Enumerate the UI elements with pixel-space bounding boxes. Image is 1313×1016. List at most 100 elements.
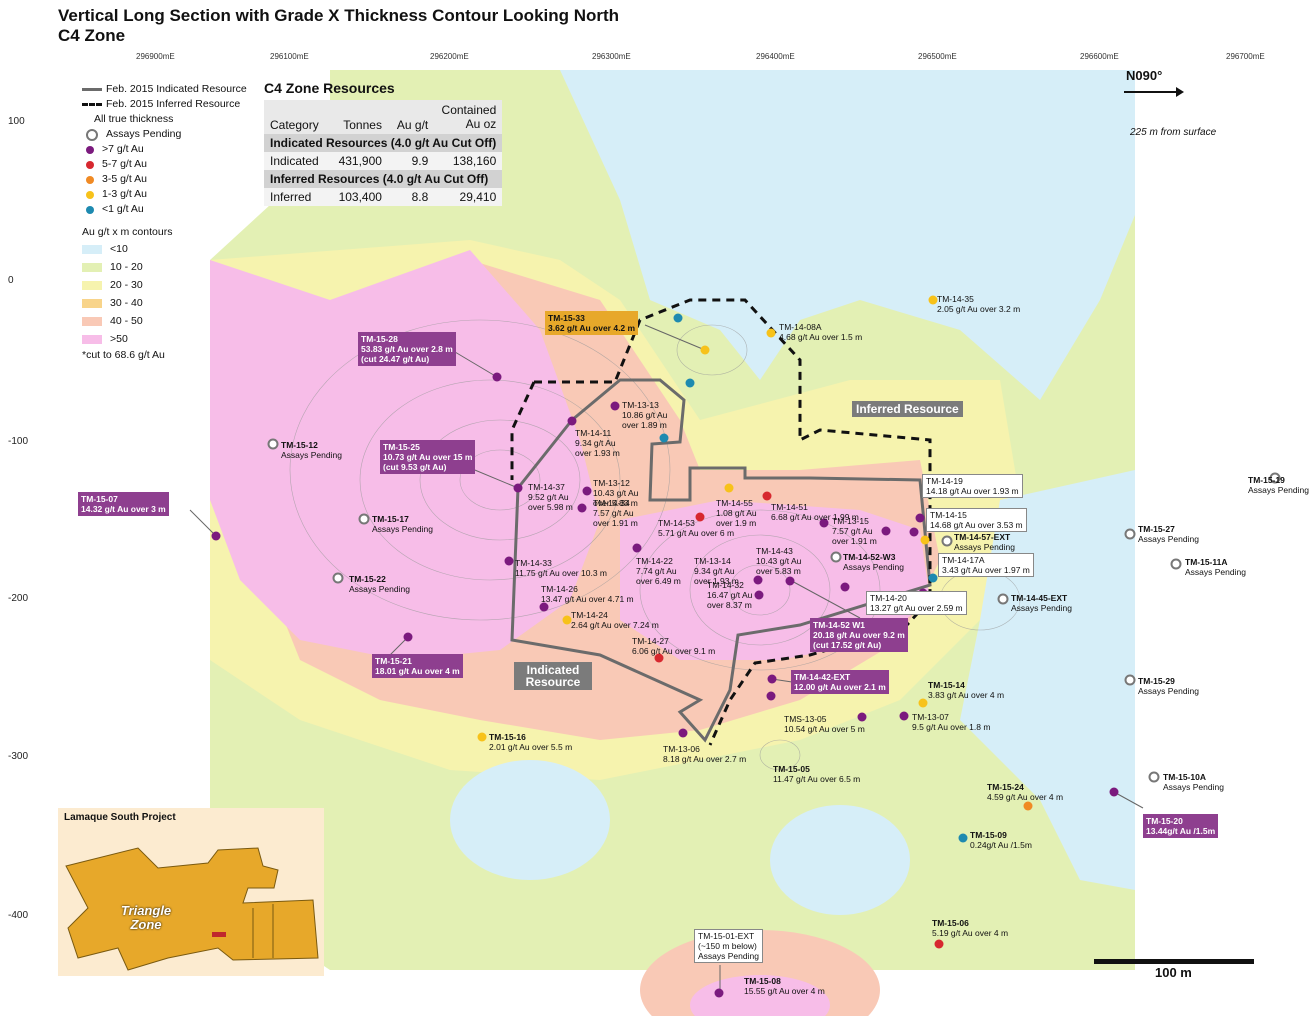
drill-hole-dot (934, 939, 944, 949)
drill-hole-pending-dot (332, 572, 344, 584)
callout-line: TM-14-52 W1 (813, 620, 865, 630)
drill-hole-label-line: TM-14-57-EXT (954, 532, 1011, 542)
callout-line: TM-14-15 (930, 510, 967, 520)
drill-hole-pending-dot (1148, 771, 1160, 783)
drill-hole-label-line: 2.64 g/t Au over 7.24 m (571, 620, 659, 630)
callout-line: 3.43 g/t Au over 1.97 m (942, 565, 1030, 575)
drill-hole-label-line: Assays Pending (1248, 485, 1309, 495)
callout-line: TM-15-01-EXT (698, 931, 755, 941)
drill-hole-label-line: 7.57 g/t Au (832, 526, 873, 536)
easting-label: 296900mE (136, 52, 175, 61)
drill-hole-dot (762, 491, 772, 501)
drill-hole-dot (766, 328, 776, 338)
drill-hole-pending-dot (830, 551, 842, 563)
drill-hole-dot (673, 313, 683, 323)
drill-hole-dot (819, 518, 829, 528)
contour-area-blue-bottom (770, 805, 910, 915)
drill-hole-label-line: TM-15-24 (987, 782, 1024, 792)
drill-hole-label-line: TM-15-06 (932, 918, 969, 928)
drill-hole-label-line: 13.47 g/t Au over 4.71 m (541, 594, 634, 604)
drill-hole-dot (724, 483, 734, 493)
drill-hole-label-line: over 5.83 m (593, 498, 638, 508)
drill-hole-label-line: Assays Pending (1138, 686, 1199, 696)
indicated-section: Indicated Resources (4.0 g/t Au Cut Off) (264, 134, 503, 152)
legend-contour-label: 10 - 20 (110, 260, 143, 273)
inferred-cell: 8.8 (387, 188, 435, 206)
drill-hole-label-line: 2.05 g/t Au over 3.2 m (937, 304, 1021, 314)
inferred-resource-tag: Inferred Resource (852, 401, 963, 417)
resources-title: C4 Zone Resources (264, 80, 395, 96)
drill-hole-label-line: TM-14-45-EXT (1011, 593, 1068, 603)
callout-line: (cut 9.53 g/t Au) (383, 462, 447, 472)
drill-hole-label-line: TM-15-17 (372, 514, 409, 524)
drill-hole-dot (1023, 801, 1033, 811)
legend-cut-note: *cut to 68.6 g/t Au (82, 349, 165, 361)
drill-hole-label-line: TM-14-55 (716, 498, 753, 508)
drill-hole-label-line: Assays Pending (281, 450, 342, 460)
callout-line: TM-14-19 (926, 476, 963, 486)
callout-tm1501ext: TM-15-01-EXT(~150 m below)Assays Pending (694, 929, 763, 963)
drill-hole-label-line: TM-15-12 (281, 440, 318, 450)
drill-hole-label-line: 4.68 g/t Au over 1.5 m (779, 332, 863, 342)
leader-lines (189, 324, 1144, 990)
contour-area-gt50-south (690, 975, 830, 1016)
drill-hole-pending-dot (1124, 674, 1136, 686)
drill-hole-label-line: over 1.89 m (622, 420, 667, 430)
title-line-2: C4 Zone (58, 26, 126, 45)
drill-hole-label-line: 11.47 g/t Au over 6.5 m (773, 774, 861, 784)
drill-hole-label-line: TM-13-06 (663, 744, 700, 754)
drill-hole-dot (1109, 787, 1119, 797)
drill-hole-label-line: TM-13-14 (694, 556, 731, 566)
legend-grade-label: 5-7 g/t Au (102, 158, 147, 170)
callout-line: 53.83 g/t Au over 2.8 m (361, 344, 453, 354)
drill-hole-label-line: over 8.37 m (707, 600, 752, 610)
drill-hole-label-line: over 1.91 m (832, 536, 877, 546)
legend-grade-dot (86, 205, 94, 214)
indicated-resource-outline (510, 378, 932, 743)
drill-hole-dot (928, 573, 938, 583)
drill-hole-label-line: TM-14-33 (515, 558, 552, 568)
drill-hole-label-line: TM-14-08A (779, 322, 822, 332)
legend-contour-label: 30 - 40 (110, 296, 143, 309)
legend-contour-swatch (82, 298, 102, 308)
inferred-cell: 103,400 (328, 188, 388, 206)
col-tonnes: Tonnes (343, 118, 382, 132)
drill-hole-label-line: over 5.98 m (528, 502, 573, 512)
drill-hole-dot (678, 728, 688, 738)
drill-hole-label-line: 5.71 g/t Au over 6 m (658, 528, 735, 538)
drill-hole-label-line: 1.08 g/t Au (716, 508, 757, 518)
drill-hole-label-line: TM-15-22 (349, 574, 386, 584)
legend-grade-dot (86, 160, 94, 169)
project-inset-map: Lamaque South Project Triangle Zone (58, 808, 324, 976)
easting-label: 296400mE (756, 52, 795, 61)
drill-hole-label-line: TM-13-12 (593, 478, 630, 488)
legend-grade-label: 1-3 g/t Au (102, 188, 147, 200)
easting-label: 296200mE (430, 52, 469, 61)
callout-line: 10.73 g/t Au over 15 m (383, 452, 473, 462)
legend-grade-label: >7 g/t Au (102, 143, 144, 155)
drill-hole-label-line: TM-14-24 (571, 610, 608, 620)
indicated-resource-tag: Indicated Resource (514, 662, 592, 690)
drill-hole-label-line: TM-15-29 (1138, 676, 1175, 686)
legend-contour-swatch (82, 334, 102, 344)
drill-hole-dot (857, 712, 867, 722)
